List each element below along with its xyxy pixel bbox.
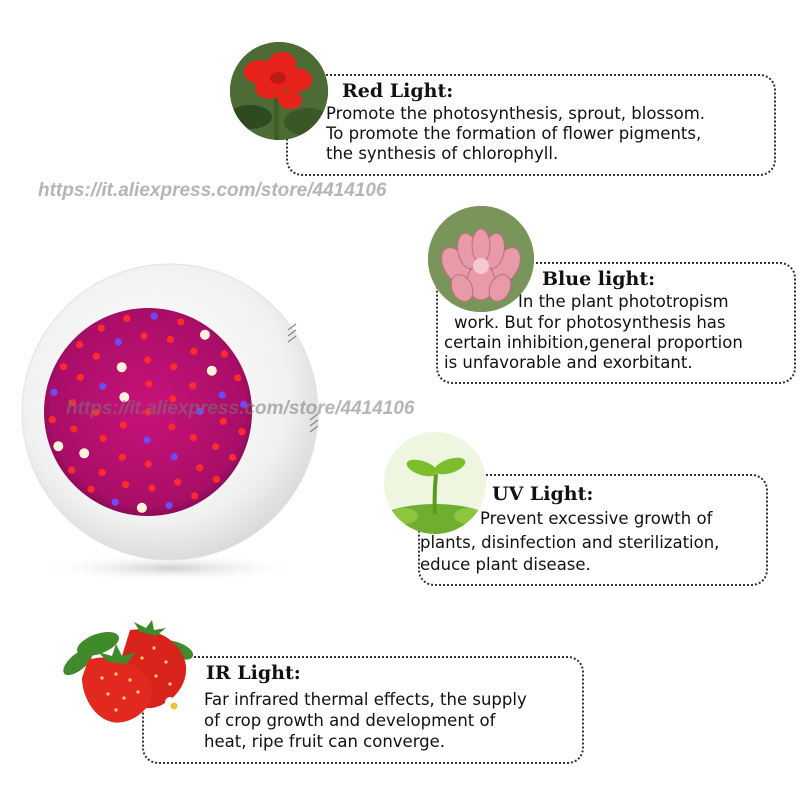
watermark-top: https://it.aliexpress.com/store/4414106 xyxy=(38,180,387,201)
led-dot xyxy=(119,392,130,403)
uv-light-title: UV Light: xyxy=(492,483,594,505)
led-dot xyxy=(68,466,76,474)
led-dot xyxy=(143,436,151,444)
led-dot xyxy=(212,443,220,451)
blue-light-title: Blue light: xyxy=(542,268,656,290)
led-dot xyxy=(190,347,198,355)
led-dot xyxy=(98,469,106,477)
led-dot xyxy=(76,373,84,381)
led-dot xyxy=(229,453,237,461)
led-dot xyxy=(50,388,58,396)
ir-light-line-1: Far infrared thermal effects, the supply xyxy=(204,690,527,709)
led-dot xyxy=(59,363,67,371)
led-dot xyxy=(92,408,100,416)
led-dot xyxy=(240,400,248,408)
led-dot xyxy=(123,314,131,322)
succulent-photo xyxy=(428,206,534,312)
led-dot xyxy=(218,391,226,399)
led-dot xyxy=(219,417,227,425)
led-dot xyxy=(189,434,197,442)
blue-light-line-3: certain inhibition,general proportion xyxy=(444,333,743,352)
led-dot xyxy=(170,363,178,371)
led-dot xyxy=(212,475,220,483)
led-dot xyxy=(174,478,182,486)
led-dot xyxy=(116,362,127,373)
led-dot xyxy=(168,423,176,431)
led-dot xyxy=(118,453,126,461)
red-light-line-1: Promote the photosynthesis, sprout, blos… xyxy=(326,104,706,123)
led-dot xyxy=(196,464,204,472)
grow-light-photo xyxy=(21,263,319,582)
led-dot xyxy=(238,428,246,436)
uv-light-line-3: educe plant disease. xyxy=(420,555,591,574)
ir-light-line-3: heat, ripe fruit can converge. xyxy=(204,732,446,751)
led-dot xyxy=(206,365,217,376)
led-dot xyxy=(165,502,173,510)
led-dot xyxy=(79,448,90,459)
blue-light-line-4: is unfavorable and exorbitant. xyxy=(444,353,693,372)
led-dot xyxy=(170,453,178,461)
led-dot xyxy=(122,481,130,489)
led-dot xyxy=(177,318,185,326)
led-dot xyxy=(53,441,64,452)
led-dot xyxy=(220,350,228,358)
led-dot xyxy=(148,484,156,492)
led-dot xyxy=(191,492,199,500)
led-dot xyxy=(99,434,107,442)
led-dot xyxy=(199,329,210,340)
ir-light-callout xyxy=(142,656,584,764)
led-dot xyxy=(70,425,78,433)
led-dot xyxy=(69,399,77,407)
uv-light-line-2: plants, disinfection and sterilization, xyxy=(420,533,720,552)
led-dot xyxy=(150,312,158,320)
red-flower-photo xyxy=(230,42,328,140)
red-light-callout xyxy=(286,74,776,176)
led-dot xyxy=(92,352,100,360)
led-dot xyxy=(48,416,56,424)
red-light-line-2: To promote the formation of flower pigme… xyxy=(326,124,702,143)
led-dot xyxy=(144,460,152,468)
led-dot xyxy=(145,380,153,388)
led-dot xyxy=(87,485,95,493)
ir-light-title: IR Light: xyxy=(206,662,301,684)
blue-light-line-2: work. But for photosynthesis has xyxy=(454,313,726,332)
led-dot xyxy=(114,338,122,346)
led-dot xyxy=(196,408,204,416)
sprout-photo xyxy=(384,432,486,534)
strawberry-photo xyxy=(58,618,208,728)
led-dot xyxy=(136,502,147,513)
led-dot xyxy=(144,356,152,364)
ir-light-line-2: of crop growth and development of xyxy=(204,711,496,730)
blue-light-line-1: In the plant phototropism xyxy=(518,292,729,311)
led-dot xyxy=(111,498,119,506)
led-dot xyxy=(140,332,148,340)
led-dot xyxy=(166,335,174,343)
led-dot xyxy=(99,382,107,390)
led-dot xyxy=(189,382,197,390)
led-dot xyxy=(76,341,84,349)
led-dot xyxy=(97,324,105,332)
led-dot xyxy=(144,408,152,416)
led-dot xyxy=(234,374,242,382)
uv-light-line-1: Prevent excessive growth of xyxy=(480,509,713,528)
led-dot xyxy=(169,395,177,403)
led-dot xyxy=(119,421,127,429)
red-light-line-3: the synthesis of chlorophyll. xyxy=(326,144,559,163)
red-light-title: Red Light: xyxy=(342,80,454,102)
watermark-middle: https://it.aliexpress.com/store/4414106 xyxy=(66,398,415,419)
